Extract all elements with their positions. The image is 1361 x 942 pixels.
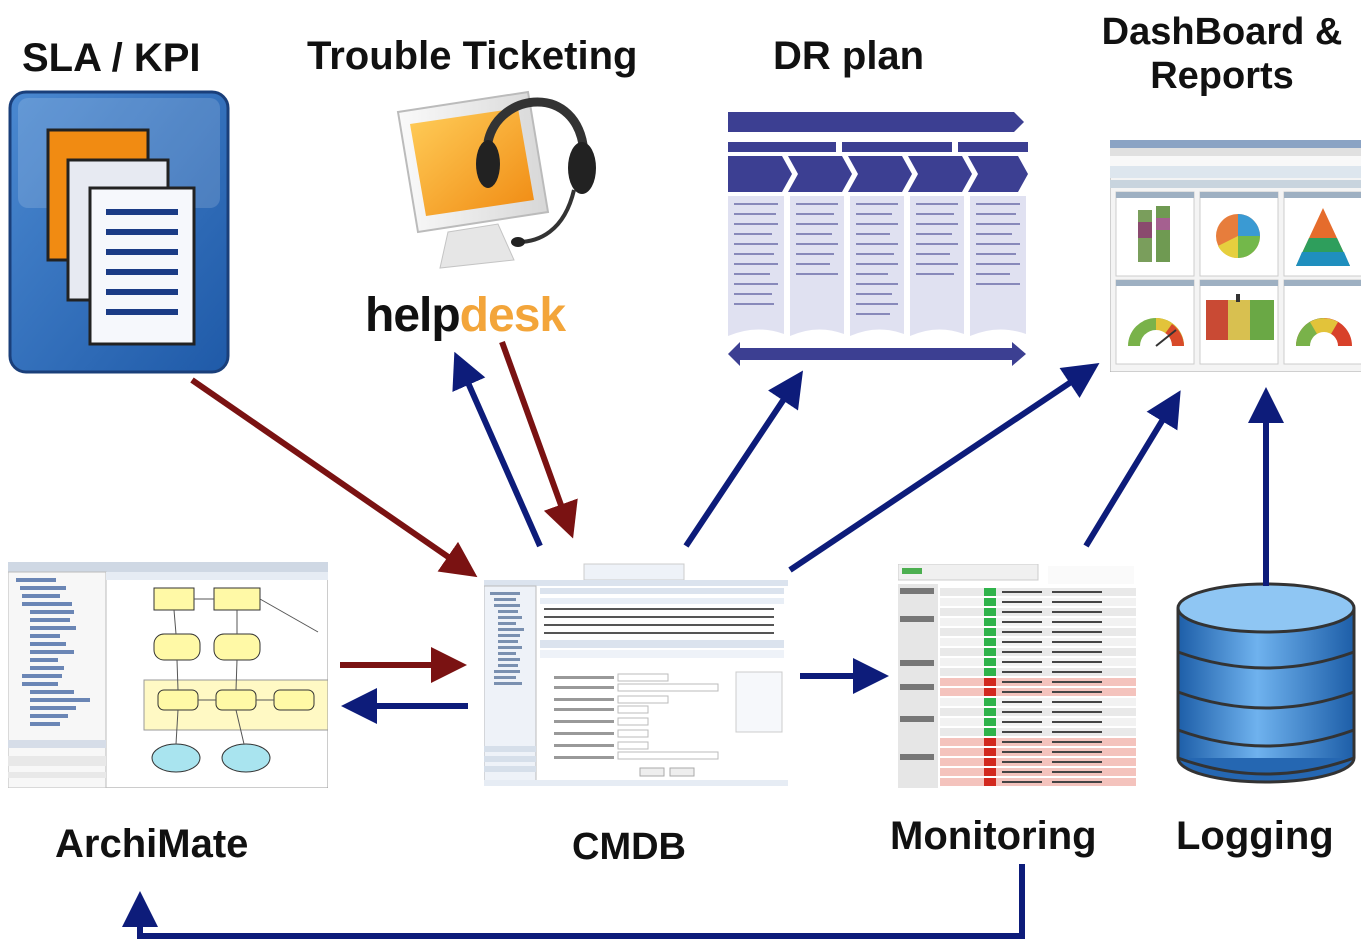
monitoring-status-cell (984, 628, 996, 636)
arrow-helpdesk-to-cmdb (499, 340, 578, 539)
monitoring-row-text (1002, 771, 1042, 773)
monitoring-status-cell (984, 748, 996, 756)
monitoring-status-cell (984, 758, 996, 766)
monitoring-status-cell (984, 768, 996, 776)
label-dashboard-line2: Reports (1150, 55, 1294, 97)
helpdesk-logo: helpdesk (365, 288, 566, 343)
helpdesk-logo-desk: desk (459, 289, 566, 342)
monitoring-row-text (1002, 661, 1042, 663)
monitoring-status-cell (984, 728, 996, 736)
monitoring-row-text (1052, 591, 1102, 593)
monitoring-screenshot (898, 564, 1138, 788)
monitoring-row-text (1052, 671, 1102, 673)
arrow-cmdb-to-helpdesk (452, 351, 543, 548)
monitoring-row-text (1002, 681, 1042, 683)
monitoring-status-cell (984, 738, 996, 746)
monitoring-status-rows (940, 588, 1136, 786)
monitoring-row-text (1002, 751, 1042, 753)
monitoring-row-text (1052, 681, 1102, 683)
label-archimate: ArchiMate (55, 822, 249, 866)
monitor-headset-icon (396, 90, 596, 269)
monitoring-status-cell (984, 608, 996, 616)
monitoring-row-text (1002, 691, 1042, 693)
monitoring-row-text (1052, 701, 1102, 703)
label-dr-plan: DR plan (773, 34, 925, 78)
monitoring-row-text (1052, 621, 1102, 623)
arrow-monitoring-to-archimate (122, 864, 1025, 939)
monitoring-row-text (1002, 761, 1042, 763)
monitoring-row-text (1052, 691, 1102, 693)
monitoring-row-text (1052, 741, 1102, 743)
label-sla-kpi: SLA / KPI (22, 36, 201, 80)
monitoring-row-text (1052, 771, 1102, 773)
monitoring-row-text (1052, 651, 1102, 653)
label-trouble-ticketing: Trouble Ticketing (307, 34, 638, 78)
monitoring-row-text (1052, 601, 1102, 603)
cmdb-screenshot (484, 562, 788, 788)
monitoring-status-cell (984, 778, 996, 786)
label-logging: Logging (1176, 814, 1334, 858)
monitoring-row-text (1052, 711, 1102, 713)
monitoring-row-text (1002, 591, 1042, 593)
monitoring-row-text (1002, 671, 1042, 673)
monitoring-row-text (1052, 731, 1102, 733)
monitoring-status-cell (984, 668, 996, 676)
monitoring-row-text (1002, 701, 1042, 703)
label-monitoring: Monitoring (890, 814, 1097, 858)
monitoring-row-text (1002, 781, 1042, 783)
arrow-monitoring-to-dashboard (1083, 390, 1181, 548)
monitoring-status-cell (984, 688, 996, 696)
monitoring-row-text (1052, 761, 1102, 763)
monitoring-row-text (1002, 601, 1042, 603)
monitoring-row-text (1002, 621, 1042, 623)
monitoring-row-text (1052, 611, 1102, 613)
monitoring-status-cell (984, 708, 996, 716)
monitoring-status-cell (984, 678, 996, 686)
monitoring-status-cell (984, 588, 996, 596)
label-dashboard: DashBoard & Reports (1082, 10, 1361, 98)
monitoring-status-cell (984, 598, 996, 606)
monitoring-row-text (1002, 611, 1042, 613)
monitoring-row-text (1002, 631, 1042, 633)
archimate-screenshot (8, 562, 328, 788)
database-icon (1176, 582, 1356, 784)
label-cmdb: CMDB (572, 826, 686, 868)
dashboard-screenshot (1110, 140, 1361, 372)
dr-plan-image (722, 104, 1034, 374)
monitoring-row-text (1052, 781, 1102, 783)
monitoring-row-text (1052, 751, 1102, 753)
monitoring-row-text (1002, 731, 1042, 733)
monitoring-row-text (1052, 641, 1102, 643)
monitoring-row-text (1052, 721, 1102, 723)
monitoring-row-text (1002, 721, 1042, 723)
arrow-cmdb-to-drplan (683, 370, 803, 548)
monitoring-status-cell (984, 698, 996, 706)
arrow-cmdb-to-dashboard (788, 362, 1100, 573)
monitoring-row-text (1052, 661, 1102, 663)
helpdesk-logo-help: help (365, 289, 461, 342)
arrow-sla-to-cmdb (190, 377, 478, 578)
monitoring-status-cell (984, 638, 996, 646)
monitoring-row-text (1002, 651, 1042, 653)
monitoring-status-cell (984, 658, 996, 666)
monitoring-row-text (1002, 741, 1042, 743)
document-stack-icon (8, 90, 230, 374)
monitoring-status-cell (984, 718, 996, 726)
monitoring-row-text (1052, 631, 1102, 633)
label-dashboard-line1: DashBoard & (1101, 11, 1343, 53)
monitoring-row-text (1002, 711, 1042, 713)
monitoring-row-text (1002, 641, 1042, 643)
monitoring-status-cell (984, 618, 996, 626)
monitoring-status-cell (984, 648, 996, 656)
